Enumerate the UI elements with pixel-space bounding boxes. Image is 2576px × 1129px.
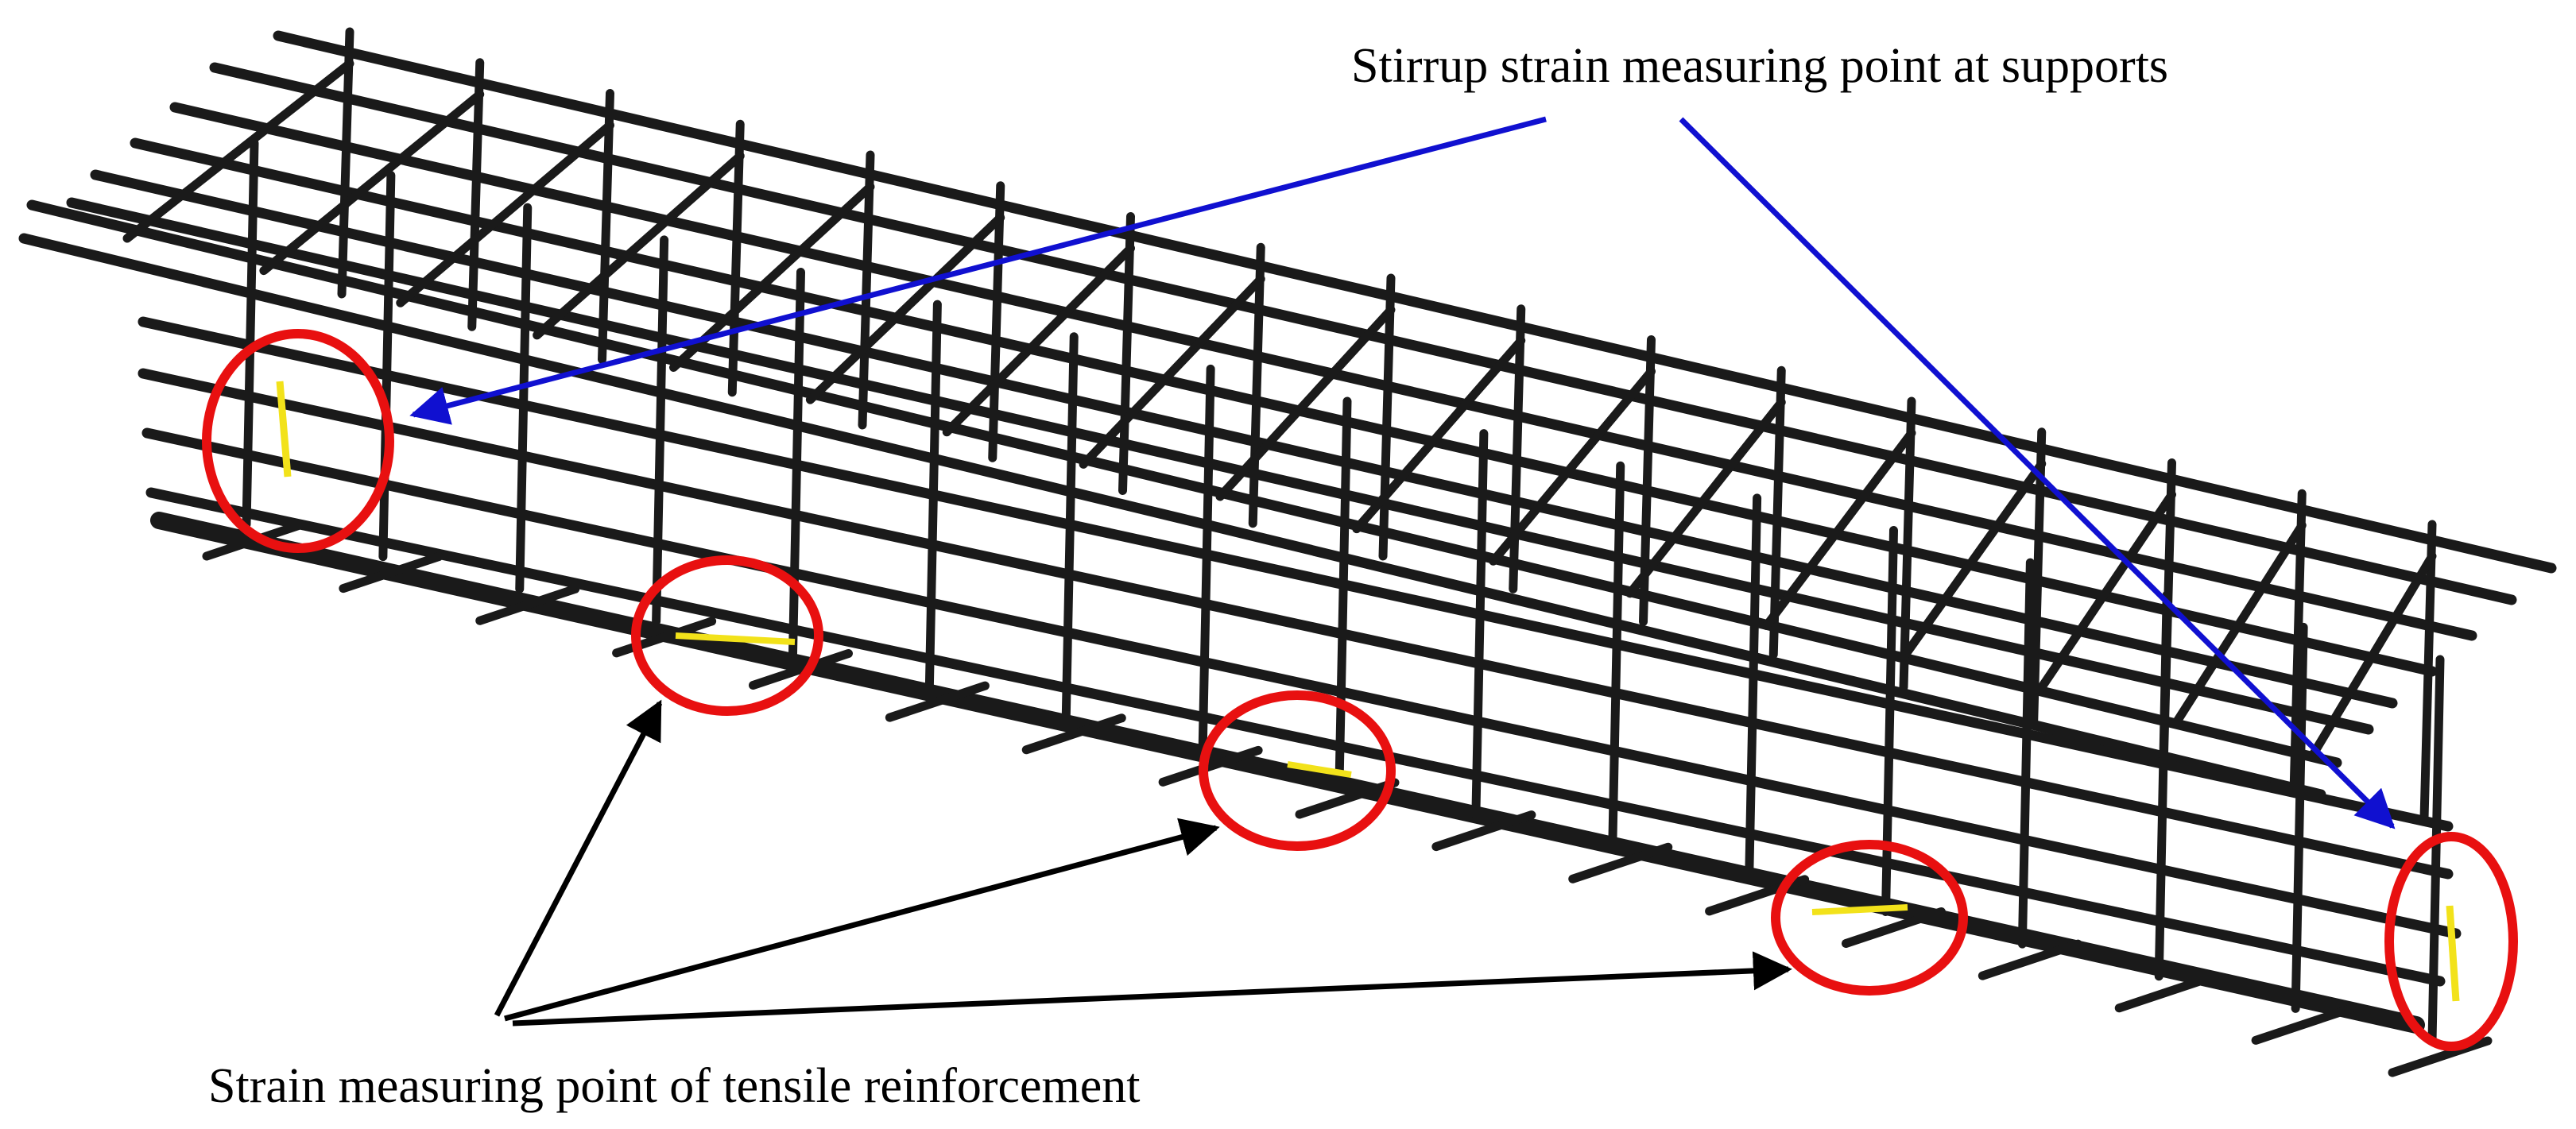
- stirrup-bottom: [1158, 745, 1263, 787]
- stirrup-leg: [1378, 273, 1396, 561]
- stirrup-leg: [2427, 655, 2445, 1046]
- longitudinal-bar: [209, 62, 2517, 605]
- stirrup-leg: [1061, 332, 1079, 723]
- measuring-point-circle: [202, 329, 394, 553]
- stirrup-diagonal: [805, 213, 1005, 404]
- stirrup-bottom: [1978, 939, 2082, 980]
- stirrup-diagonal: [2308, 551, 2437, 760]
- stirrup-diagonal: [396, 121, 614, 307]
- stirrup-bottom: [749, 649, 853, 690]
- stirrup-leg: [1248, 242, 1265, 528]
- longitudinal-bar: [141, 427, 2462, 939]
- stirrup-bottom: [2251, 1003, 2356, 1045]
- stirrup-leg: [242, 138, 259, 529]
- longitudinal-bar: [169, 102, 2477, 641]
- longitudinal-bars: [18, 30, 2557, 1034]
- stirrup-diagonal: [1898, 459, 2047, 663]
- stirrup-leg: [652, 235, 669, 626]
- measuring-point-circle: [1771, 840, 1968, 996]
- stirrup-leg: [2291, 622, 2308, 1013]
- stirrup-diagonal: [2035, 490, 2176, 695]
- strain-gauge: [2446, 905, 2460, 1002]
- tensile-arrow: [504, 818, 1220, 1022]
- stirrup-diagonal: [942, 244, 1135, 437]
- strain-gauge: [675, 632, 796, 645]
- measuring-point-circle: [1199, 690, 1396, 851]
- stirrups: [122, 27, 2493, 1077]
- stirrup-bottom: [2114, 972, 2219, 1013]
- stirrup-leg: [515, 203, 533, 593]
- stirrup-diagonal: [1215, 305, 1396, 501]
- stirrup-leg: [924, 300, 942, 690]
- strain-gauge: [1811, 904, 1908, 915]
- stirrup-bottom: [475, 584, 580, 625]
- stirrup-leg: [2154, 590, 2171, 981]
- longitudinal-bar: [273, 30, 2557, 574]
- stirrup-leg: [1608, 461, 1625, 852]
- stirrup-leg: [1334, 396, 1352, 787]
- stirrup-leg: [2419, 520, 2437, 823]
- strain-gauge: [276, 381, 292, 478]
- stirrup-leg: [858, 150, 875, 430]
- longitudinal-bar: [26, 199, 2342, 768]
- stirrup-bottom: [2388, 1036, 2493, 1077]
- stirrup-leg: [467, 58, 485, 331]
- stirrup-leg: [598, 89, 614, 364]
- stirrup-diagonal: [533, 151, 745, 340]
- stirrup-leg: [2289, 489, 2307, 791]
- stirrup-measuring-point-label: Stirrup strain measuring point at suppor…: [1351, 39, 2169, 93]
- stirrup-arrow: [1679, 117, 2396, 829]
- stirrup-diagonal: [259, 90, 485, 276]
- longitudinal-bar: [138, 368, 2454, 880]
- stirrup-bottom: [1842, 907, 1946, 948]
- stirrup-leg: [1768, 365, 1786, 659]
- longitudinal-bar: [66, 197, 2374, 735]
- stirrup-diagonal: [1352, 336, 1526, 534]
- stirrup-diagonal: [1625, 397, 1786, 598]
- stirrup-bottom: [885, 681, 990, 722]
- stirrup-diagonal: [2171, 520, 2307, 727]
- stirrup-leg: [1118, 212, 1135, 495]
- stirrup-leg: [337, 27, 354, 299]
- stirrup-bottom: [1431, 810, 1536, 852]
- stirrup-leg: [727, 119, 745, 397]
- longitudinal-bar: [18, 233, 2326, 800]
- tensile-arrow: [494, 699, 663, 1017]
- stirrup-leg: [1745, 493, 1762, 884]
- stirrup-leg: [988, 181, 1005, 462]
- stirrup-bottom: [1568, 842, 1673, 883]
- stirrup-bottom: [339, 552, 444, 593]
- measuring-point-circles: [202, 329, 2518, 1051]
- longitudinal-bar: [145, 487, 2446, 987]
- stirrup-leg: [378, 171, 396, 562]
- tensile-measuring-point-label: Strain measuring point of tensile reinfo…: [208, 1059, 1141, 1113]
- stirrup-diagonal: [1762, 428, 1916, 630]
- stirrup-leg: [1471, 429, 1489, 820]
- measuring-point-circle: [2384, 832, 2518, 1051]
- stirrup-diagonal: [1489, 367, 1656, 566]
- stirrup-diagonal: [122, 59, 354, 243]
- longitudinal-bar: [150, 512, 2425, 1034]
- stirrup-diagonal: [1079, 274, 1265, 469]
- tensile-arrow: [512, 951, 1792, 1027]
- longitudinal-bar: [130, 137, 2438, 677]
- stirrup-leg: [2017, 558, 2035, 949]
- stirrup-leg: [1198, 364, 1215, 755]
- callout-arrows: [409, 116, 2396, 1027]
- stirrup-leg: [1899, 396, 1916, 692]
- stirrup-arrow: [409, 116, 1547, 425]
- strain-gauges: [276, 381, 2460, 1002]
- stirrup-bottom: [1021, 713, 1126, 755]
- stirrup-bottom: [1295, 778, 1400, 819]
- strain-gauge: [1287, 761, 1352, 778]
- measuring-point-circle: [631, 555, 823, 716]
